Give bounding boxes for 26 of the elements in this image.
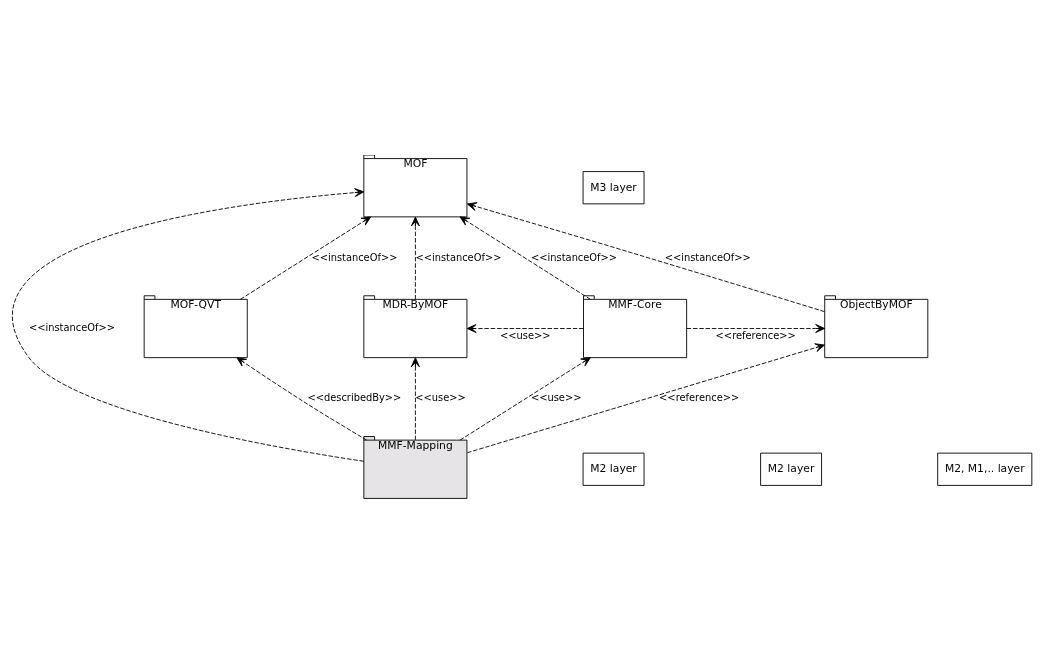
edge-label: <<instanceOf>> [664, 251, 751, 263]
arrow [466, 342, 825, 453]
arrow [466, 201, 825, 312]
node-box: M2, M1,.. layer [937, 452, 1033, 486]
arrow [240, 215, 372, 300]
arrow [686, 323, 826, 333]
arrow [236, 356, 368, 440]
arrow [466, 323, 584, 333]
arrow [459, 356, 591, 441]
arrow [459, 215, 591, 300]
node-box: M2 layer [582, 452, 645, 486]
edge-label: <<instanceOf>> [415, 251, 502, 263]
edge-label: <<instanceOf>> [28, 321, 115, 333]
arrow [410, 356, 420, 440]
edge-label: <<reference>> [659, 391, 740, 403]
edge-label: <<use>> [415, 391, 466, 403]
edge-label: <<reference>> [715, 329, 796, 341]
edge-label: <<instanceOf>> [311, 251, 398, 263]
edge-label: <<use>> [530, 391, 582, 403]
edge-label: <<use>> [499, 329, 551, 341]
node-box: M2 layer [760, 452, 823, 486]
arrow [410, 216, 420, 300]
node-box: M3 layer [582, 170, 645, 204]
arrow [13, 187, 365, 462]
edge-label: <<instanceOf>> [531, 251, 618, 263]
edge-label: <<describedBy>> [307, 391, 402, 403]
